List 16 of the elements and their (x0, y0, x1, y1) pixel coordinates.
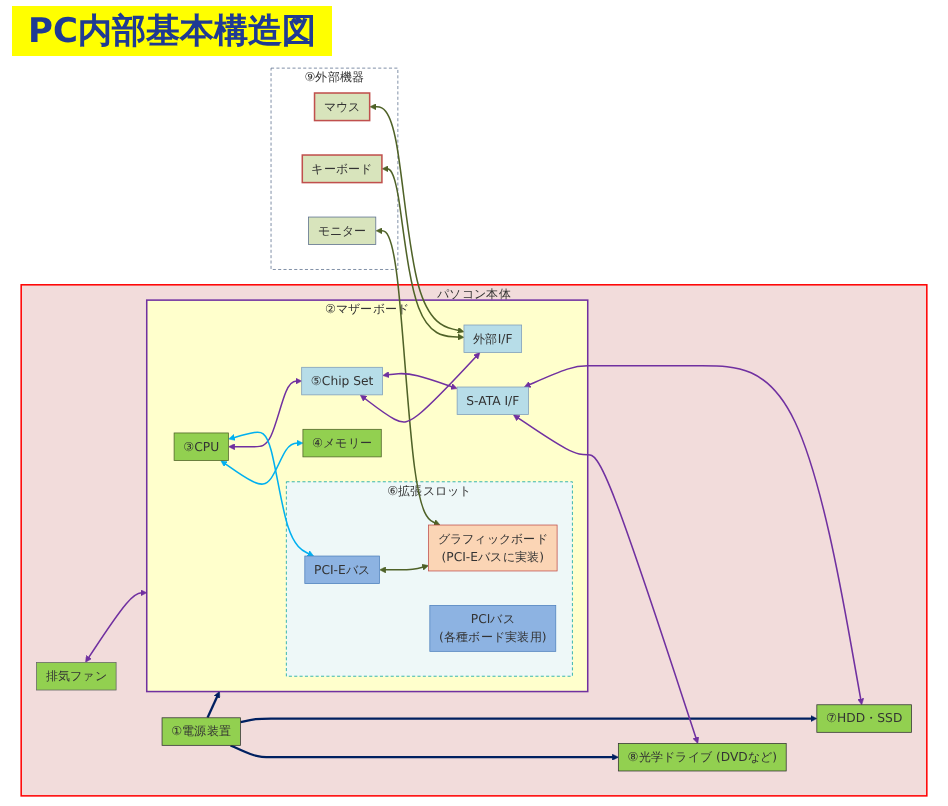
arrow (369, 103, 465, 334)
arrow (513, 414, 700, 744)
arrow (240, 715, 818, 724)
arrow (375, 227, 441, 526)
arrow (228, 431, 314, 557)
diagram-title: PC内部基本構造図 (12, 6, 332, 56)
arrow (220, 439, 304, 485)
arrow (85, 589, 148, 663)
arrow (360, 352, 481, 423)
arrow (228, 377, 302, 451)
arrow (524, 365, 864, 706)
arrow (382, 371, 458, 390)
arrow (381, 165, 465, 341)
arrow (206, 691, 221, 719)
arrow (230, 744, 619, 761)
arrow (379, 564, 429, 574)
